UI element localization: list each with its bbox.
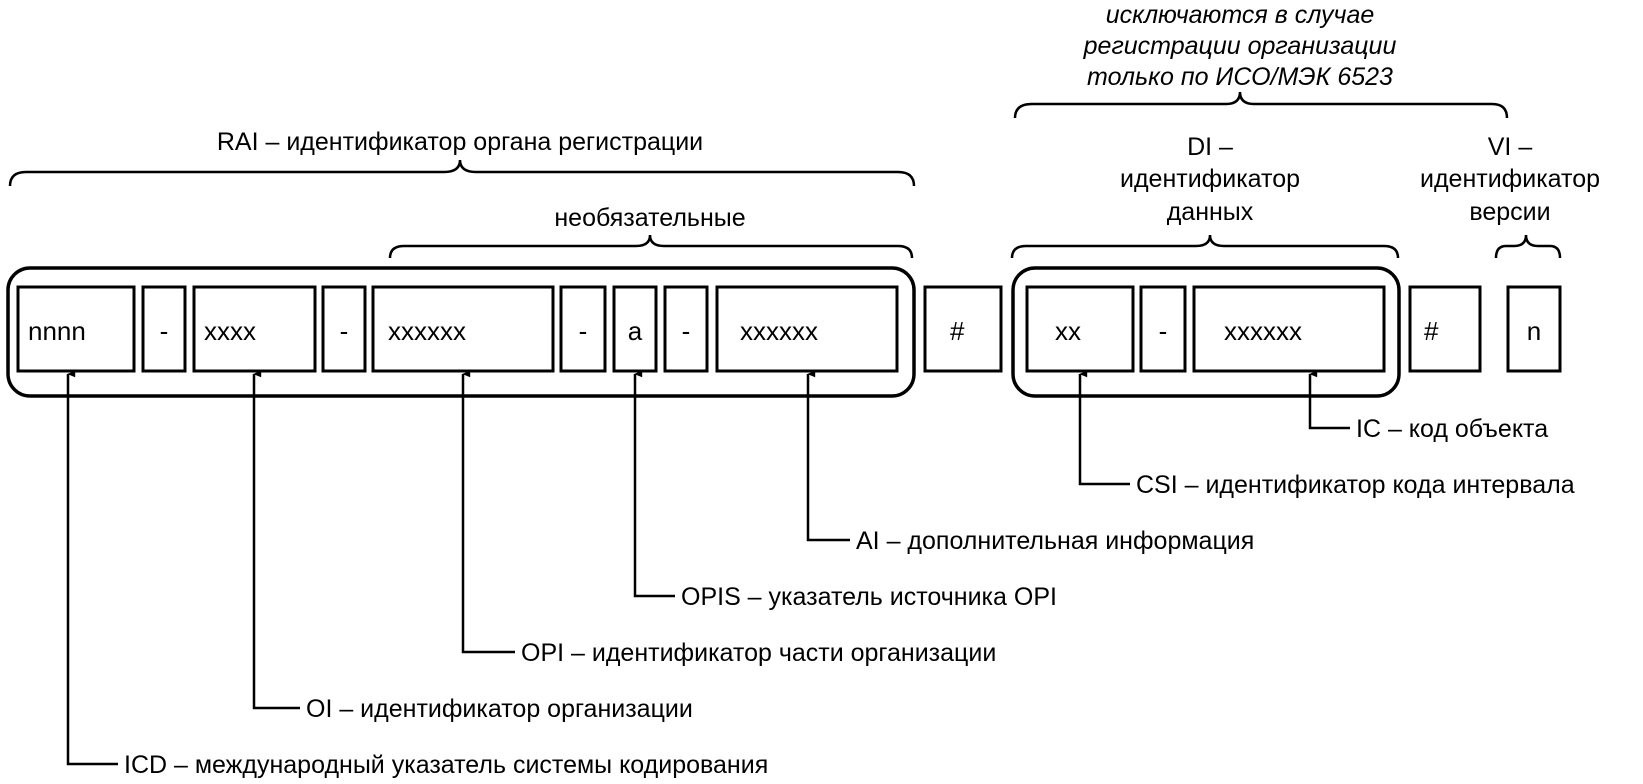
rai-title: RAI – идентификатор органа регистрации <box>217 128 703 156</box>
excluded-note-line-3: только по ИСО/МЭК 6523 <box>1087 63 1393 91</box>
cell-vi-text: n <box>1527 316 1541 346</box>
cell-sep-3: - <box>559 285 607 373</box>
di-title-line-1: DI – <box>1187 133 1233 161</box>
cell-opis-text: a <box>628 316 643 346</box>
cell-hash-1: # <box>923 285 1003 373</box>
leader-ai <box>806 370 850 542</box>
cell-hash-2: # <box>1408 285 1482 373</box>
cell-hash-1-text: # <box>950 316 965 346</box>
vi-brace <box>1494 234 1562 259</box>
di-title: DI – идентификатор данных <box>1120 133 1300 226</box>
cell-sep-3-text: - <box>579 316 588 346</box>
excluded-note: исключаются в случае регистрации организ… <box>1083 1 1397 91</box>
cell-sep-4-text: - <box>682 316 691 346</box>
cell-ic: xxxxxx <box>1192 285 1386 373</box>
cell-sep-5-text: - <box>1159 316 1168 346</box>
cell-csi-text: xx <box>1055 316 1081 346</box>
cell-ai: xxxxxx <box>715 285 899 373</box>
di-title-line-3: данных <box>1167 198 1254 226</box>
cell-sep-4: - <box>663 285 709 373</box>
callout-csi: CSI – идентификатор кода интервала <box>1136 471 1575 499</box>
cell-oi: xxxx <box>192 285 317 373</box>
excluded-note-line-1: исключаются в случае <box>1106 1 1375 29</box>
cell-icd: nnnn <box>16 285 136 373</box>
vi-title-line-3: версии <box>1469 198 1550 226</box>
di-brace <box>1010 234 1400 259</box>
cell-csi: xx <box>1025 285 1135 373</box>
cell-hash-2-text: # <box>1424 316 1439 346</box>
leader-icd <box>66 370 118 766</box>
callout-ai: AI – дополнительная информация <box>856 527 1254 555</box>
callout-oi: OI – идентификатор организации <box>306 695 693 723</box>
excluded-brace <box>1013 91 1509 119</box>
vi-title-line-1: VI – <box>1488 133 1533 161</box>
vi-title: VI – идентификатор версии <box>1420 133 1600 226</box>
callout-icd: ICD – международный указатель системы ко… <box>124 751 768 779</box>
callout-opi: OPI – идентификатор части организации <box>521 639 996 667</box>
leader-csi <box>1078 370 1130 486</box>
di-title-line-2: идентификатор <box>1120 165 1300 193</box>
cell-vi: n <box>1506 285 1562 373</box>
vi-title-line-2: идентификатор <box>1420 165 1600 193</box>
cell-opis: a <box>612 285 658 373</box>
cell-ic-text: xxxxxx <box>1224 316 1302 346</box>
cell-sep-5: - <box>1139 285 1187 373</box>
rai-group-frame <box>6 266 916 398</box>
callout-ic: IC – код объекта <box>1356 415 1548 443</box>
cell-sep-1: - <box>141 285 187 373</box>
cell-sep-1-text: - <box>160 316 169 346</box>
cell-icd-text: nnnn <box>28 316 86 346</box>
cell-sep-2: - <box>321 285 367 373</box>
rai-brace <box>8 159 916 187</box>
cell-opi-text: xxxxxx <box>388 316 466 346</box>
leader-oi <box>252 370 300 710</box>
cell-sep-2-text: - <box>340 316 349 346</box>
optional-label: необязательные <box>554 204 745 232</box>
cell-oi-text: xxxx <box>204 316 256 346</box>
cell-opi: xxxxxx <box>371 285 555 373</box>
optional-brace <box>388 234 914 259</box>
excluded-note-line-2: регистрации организации <box>1083 32 1397 60</box>
leader-opi <box>461 370 515 654</box>
leader-ic <box>1308 370 1350 430</box>
cell-ai-text: xxxxxx <box>740 316 818 346</box>
callout-opis: OPIS – указатель источника OPI <box>681 583 1057 611</box>
di-group-frame <box>1011 266 1401 398</box>
leader-opis <box>633 370 675 598</box>
